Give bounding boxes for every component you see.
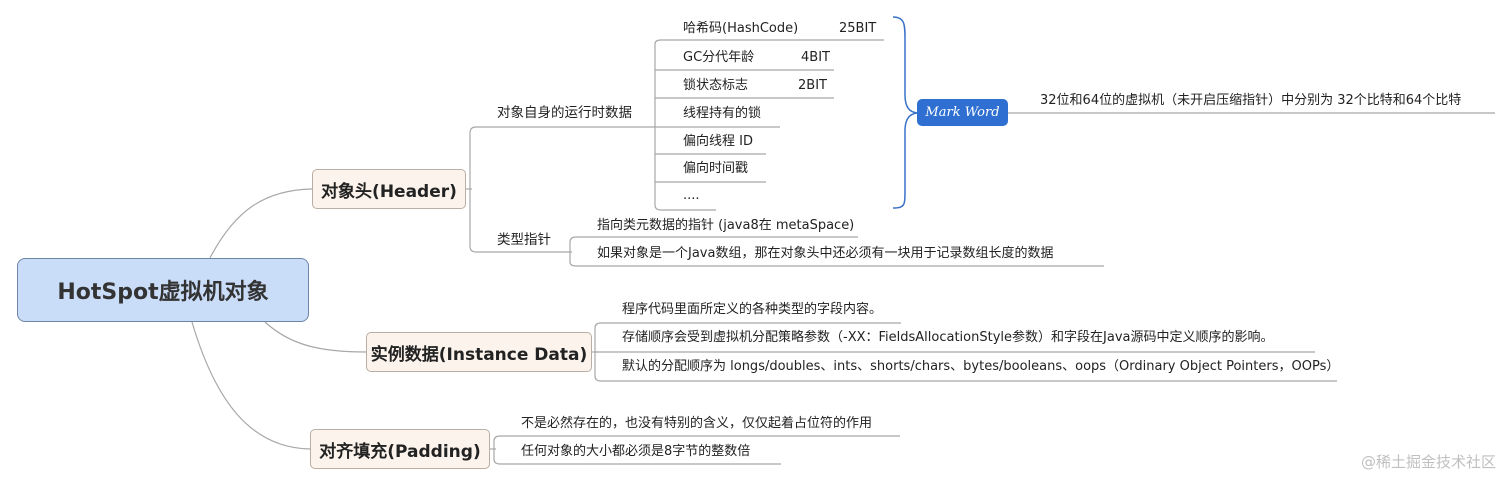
- type-pointer-item[interactable]: 指向类元数据的指针 (java8在 metaSpace): [597, 218, 855, 233]
- instance-data-node[interactable]: 实例数据(Instance Data): [366, 332, 592, 372]
- runtime-item[interactable]: ....: [683, 188, 700, 203]
- brace-icon: [892, 16, 918, 209]
- instance-data-item[interactable]: 存储顺序会受到虚拟机分配策略参数（-XX：FieldsAllocationSty…: [622, 330, 1274, 345]
- header-label: 对象头(Header): [321, 181, 457, 202]
- bit-size: 4BIT: [801, 50, 830, 65]
- runtime-data-label[interactable]: 对象自身的运行时数据: [497, 105, 632, 121]
- watermark: @稀土掘金技术社区: [1360, 453, 1496, 471]
- mark-word-note[interactable]: 32位和64位的虚拟机（未开启压缩指针）中分别为 32个比特和64个比特: [1040, 93, 1462, 108]
- runtime-item[interactable]: 锁状态标志: [683, 78, 749, 93]
- bit-size: 2BIT: [798, 78, 827, 93]
- padding-label: 对齐填充(Padding): [319, 441, 481, 462]
- runtime-item[interactable]: 线程持有的锁: [683, 106, 762, 121]
- runtime-item[interactable]: 哈希码(HashCode): [683, 21, 799, 36]
- type-pointer-label[interactable]: 类型指针: [497, 232, 551, 248]
- runtime-item[interactable]: GC分代年龄: [683, 50, 755, 65]
- mark-word-node[interactable]: Mark Word: [917, 99, 1008, 126]
- type-pointer-item[interactable]: 如果对象是一个Java数组，那在对象头中还必须有一块用于记录数组长度的数据: [597, 246, 1054, 261]
- header-node[interactable]: 对象头(Header): [312, 169, 466, 209]
- runtime-item[interactable]: 偏向时间戳: [683, 161, 749, 176]
- instance-data-label: 实例数据(Instance Data): [370, 344, 588, 365]
- padding-item[interactable]: 任何对象的大小都必须是8字节的整数倍: [521, 444, 751, 459]
- instance-data-item[interactable]: 程序代码里面所定义的各种类型的字段内容。: [622, 302, 883, 317]
- bit-size: 25BIT: [839, 21, 877, 36]
- padding-node[interactable]: 对齐填充(Padding): [310, 429, 490, 469]
- root-label: HotSpot虚拟机对象: [57, 280, 269, 305]
- instance-data-item[interactable]: 默认的分配顺序为 longs/doubles、ints、shorts/chars…: [622, 359, 1340, 374]
- mark-word-label: Mark Word: [925, 105, 1000, 120]
- padding-item[interactable]: 不是必然存在的，也没有特别的含义，仅仅起着占位符的作用: [521, 416, 873, 431]
- root-node[interactable]: HotSpot虚拟机对象: [17, 258, 309, 322]
- runtime-item[interactable]: 偏向线程 ID: [683, 134, 753, 149]
